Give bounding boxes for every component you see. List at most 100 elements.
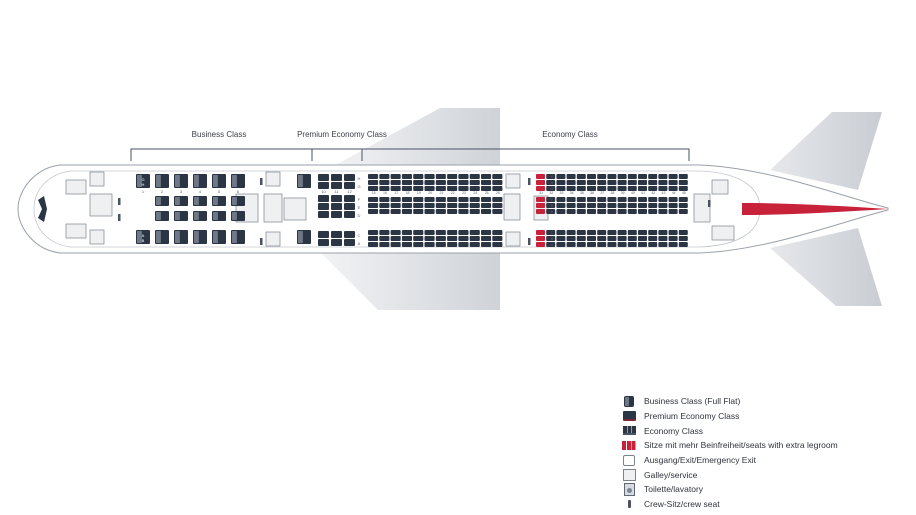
economy-seat[interactable] — [401, 186, 412, 191]
economy-seat[interactable] — [401, 230, 412, 235]
economy-seat[interactable] — [648, 242, 658, 247]
economy-seat[interactable] — [458, 203, 469, 208]
economy-seat[interactable] — [368, 203, 379, 208]
extra-legroom-seat[interactable] — [536, 197, 545, 202]
economy-seat[interactable] — [379, 174, 390, 179]
economy-seat[interactable] — [607, 242, 617, 247]
economy-seat[interactable] — [678, 230, 688, 235]
economy-seat[interactable] — [566, 186, 576, 191]
economy-seat[interactable] — [587, 236, 596, 241]
economy-seat[interactable] — [413, 180, 424, 185]
business-seat[interactable] — [155, 211, 169, 221]
economy-seat[interactable] — [658, 203, 668, 208]
economy-seat[interactable] — [469, 242, 480, 247]
economy-seat[interactable] — [435, 186, 446, 191]
economy-seat[interactable] — [469, 203, 480, 208]
economy-seat[interactable] — [492, 209, 503, 214]
premium-seat[interactable] — [331, 195, 342, 202]
premium-seat[interactable] — [344, 195, 355, 202]
economy-seat[interactable] — [556, 242, 566, 247]
economy-seat[interactable] — [617, 197, 627, 202]
economy-seat[interactable] — [481, 197, 492, 202]
economy-seat[interactable] — [401, 180, 412, 185]
economy-seat[interactable] — [424, 209, 435, 214]
economy-seat[interactable] — [492, 180, 503, 185]
economy-seat[interactable] — [576, 197, 586, 202]
economy-seat[interactable] — [597, 203, 607, 208]
economy-seat[interactable] — [576, 242, 586, 247]
business-seat[interactable] — [297, 230, 311, 244]
economy-seat[interactable] — [597, 186, 607, 191]
economy-seat[interactable] — [556, 236, 566, 241]
business-seat[interactable] — [231, 174, 245, 188]
economy-seat[interactable] — [627, 203, 637, 208]
economy-seat[interactable] — [447, 242, 458, 247]
economy-seat[interactable] — [390, 180, 401, 185]
business-seat[interactable] — [174, 174, 188, 188]
economy-seat[interactable] — [617, 180, 627, 185]
business-seat[interactable] — [193, 196, 207, 206]
economy-seat[interactable] — [638, 180, 647, 185]
economy-seat[interactable] — [368, 174, 379, 179]
economy-seat[interactable] — [379, 197, 390, 202]
economy-seat[interactable] — [556, 203, 566, 208]
economy-seat[interactable] — [678, 242, 688, 247]
economy-seat[interactable] — [617, 242, 627, 247]
economy-seat[interactable] — [627, 209, 637, 214]
economy-seat[interactable] — [638, 230, 647, 235]
economy-seat[interactable] — [424, 203, 435, 208]
economy-seat[interactable] — [566, 203, 576, 208]
economy-seat[interactable] — [566, 236, 576, 241]
economy-seat[interactable] — [492, 242, 503, 247]
business-seat[interactable] — [231, 196, 245, 206]
economy-seat[interactable] — [597, 236, 607, 241]
economy-seat[interactable] — [587, 186, 596, 191]
economy-seat[interactable] — [587, 180, 596, 185]
economy-seat[interactable] — [678, 186, 688, 191]
economy-seat[interactable] — [379, 203, 390, 208]
economy-seat[interactable] — [638, 174, 647, 179]
economy-seat[interactable] — [447, 186, 458, 191]
economy-seat[interactable] — [492, 203, 503, 208]
economy-seat[interactable] — [379, 242, 390, 247]
economy-seat[interactable] — [648, 180, 658, 185]
economy-seat[interactable] — [627, 174, 637, 179]
economy-seat[interactable] — [648, 174, 658, 179]
economy-seat[interactable] — [597, 209, 607, 214]
premium-seat[interactable] — [344, 182, 355, 189]
extra-legroom-seat[interactable] — [536, 203, 545, 208]
economy-seat[interactable] — [458, 180, 469, 185]
economy-seat[interactable] — [658, 197, 668, 202]
economy-seat[interactable] — [587, 242, 596, 247]
economy-seat[interactable] — [458, 242, 469, 247]
economy-seat[interactable] — [379, 209, 390, 214]
economy-seat[interactable] — [424, 242, 435, 247]
economy-seat[interactable] — [678, 236, 688, 241]
economy-seat[interactable] — [458, 186, 469, 191]
economy-seat[interactable] — [401, 236, 412, 241]
economy-seat[interactable] — [390, 203, 401, 208]
economy-seat[interactable] — [556, 174, 566, 179]
economy-seat[interactable] — [607, 203, 617, 208]
economy-seat[interactable] — [435, 180, 446, 185]
economy-seat[interactable] — [401, 197, 412, 202]
premium-seat[interactable] — [318, 239, 329, 246]
economy-seat[interactable] — [401, 209, 412, 214]
economy-seat[interactable] — [566, 242, 576, 247]
premium-seat[interactable] — [331, 174, 342, 181]
economy-seat[interactable] — [597, 197, 607, 202]
economy-seat[interactable] — [576, 203, 586, 208]
business-seat[interactable] — [212, 230, 226, 244]
economy-seat[interactable] — [556, 186, 566, 191]
business-seat[interactable] — [193, 211, 207, 221]
economy-seat[interactable] — [546, 197, 556, 202]
economy-seat[interactable] — [556, 230, 566, 235]
economy-seat[interactable] — [546, 180, 556, 185]
economy-seat[interactable] — [597, 180, 607, 185]
economy-seat[interactable] — [638, 203, 647, 208]
economy-seat[interactable] — [469, 186, 480, 191]
economy-seat[interactable] — [638, 197, 647, 202]
economy-seat[interactable] — [458, 230, 469, 235]
economy-seat[interactable] — [379, 230, 390, 235]
economy-seat[interactable] — [424, 236, 435, 241]
